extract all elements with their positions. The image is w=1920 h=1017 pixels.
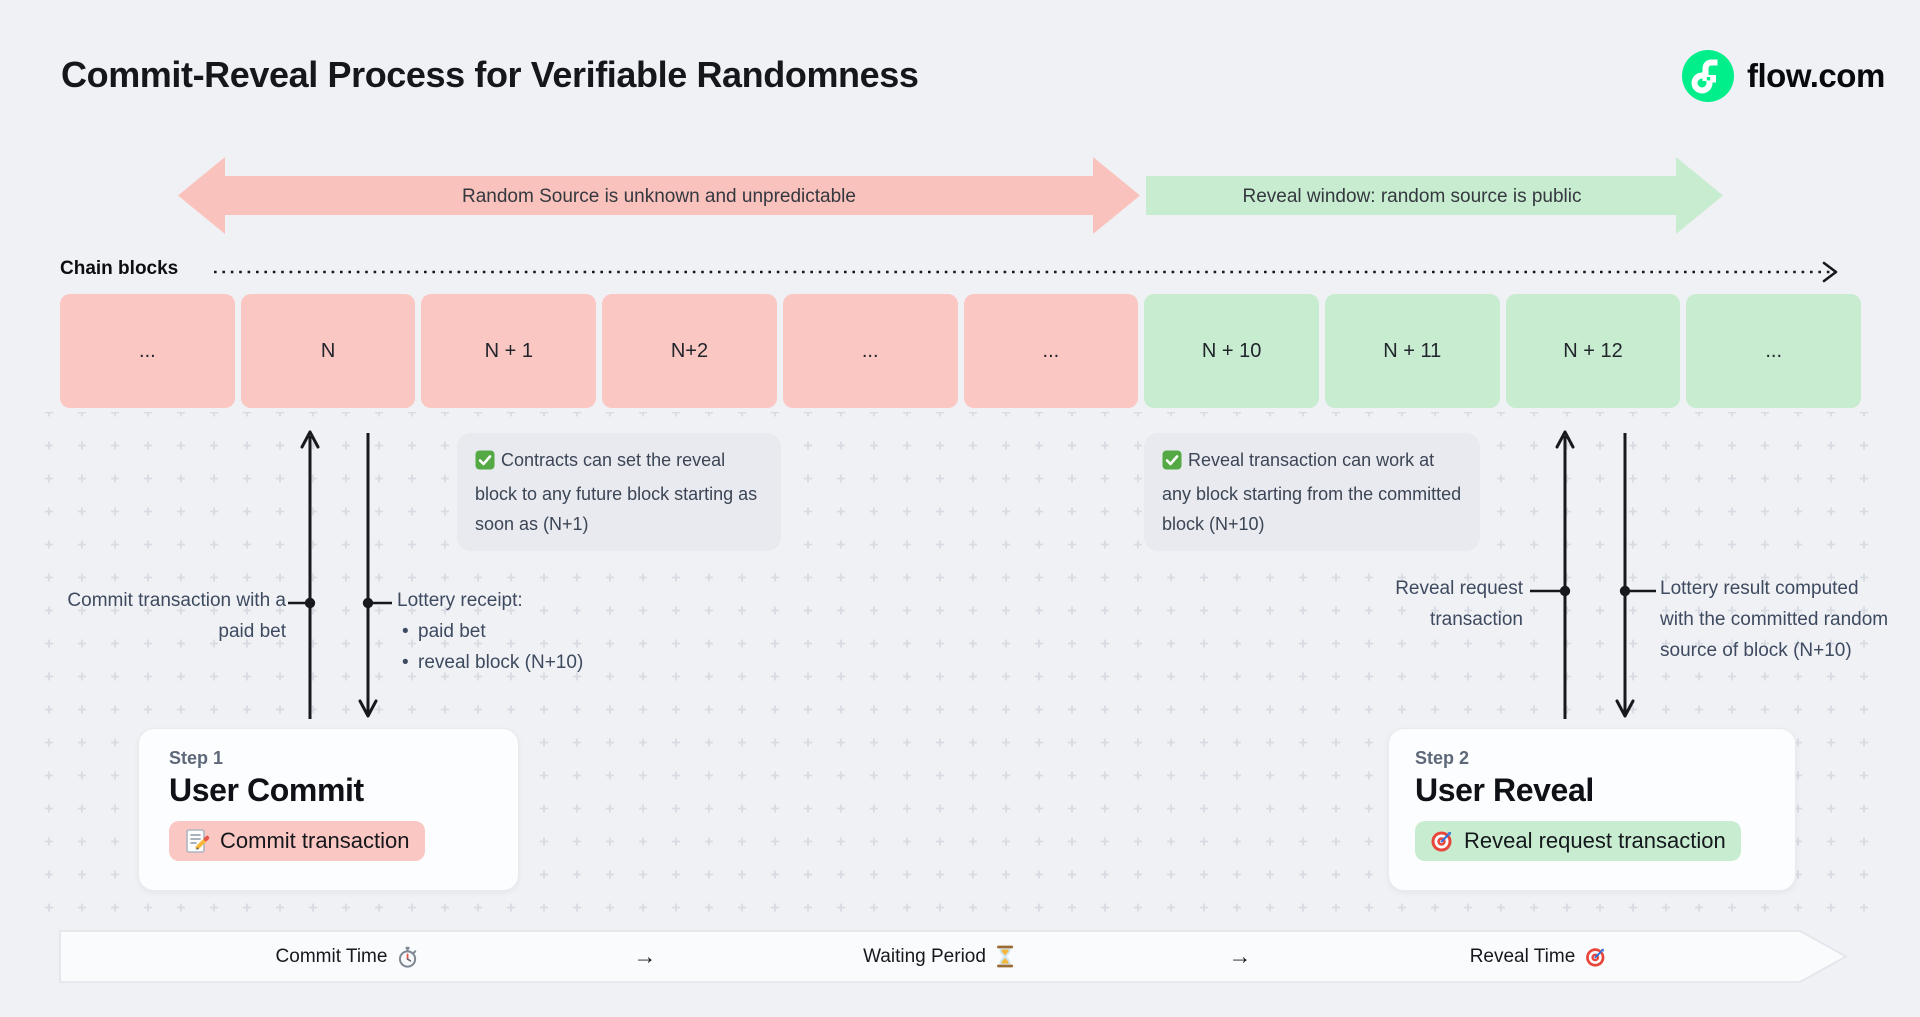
timeline-waiting-period: Waiting Period [863,943,1015,970]
reveal-note: Reveal transaction can work at any block… [1144,433,1480,551]
commit-transaction-button[interactable]: Commit transaction [169,821,425,861]
timeline-reveal-time: Reveal Time [1470,943,1607,970]
commit-phase-label: Random Source is unknown and unpredictab… [462,185,856,207]
page-title: Commit-Reveal Process for Verifiable Ran… [61,54,919,95]
lottery-result-annotation: Lottery result computed with the committ… [1660,578,1889,661]
reveal-phase-label: Reveal window: random source is public [1242,185,1582,207]
chain-block: ... [1686,294,1862,408]
commit-phase-arrow [178,157,1140,234]
chain-block: N + 11 [1324,294,1500,408]
memo-icon [184,828,210,854]
reveal-tx-annotation: Reveal request transaction [1395,578,1523,630]
step1-eyebrow: Step 1 [169,748,224,768]
lottery-receipt-item: paid bet [397,616,583,647]
step2-card: Step 2 User Reveal Reveal request transa… [1388,728,1796,891]
timeline-waiting-period-label: Waiting Period [863,945,986,967]
timeline-arrow: → [634,943,657,970]
step2-title: User Reveal [1415,772,1594,808]
chain-block: N+2 [602,294,777,408]
lottery-receipt-item: reveal block (N+10) [397,647,583,678]
reveal-note-text: Reveal transaction can work at any block… [1162,450,1462,534]
timeline-commit-time-label: Commit Time [275,945,388,967]
step1-card: Step 1 User Commit Commit transaction [138,728,519,891]
chain-blocks-label: Chain blocks [60,258,179,279]
timeline-reveal-time-label: Reveal Time [1469,945,1576,967]
lottery-receipt-title: Lottery receipt: [397,590,523,611]
right-arrow-icon: → [1228,943,1252,969]
stopwatch-icon [396,946,418,968]
commit-transaction-label: Commit transaction [220,828,410,853]
chain-block: N + 12 [1505,294,1681,408]
flow-logo-icon [1682,50,1734,102]
chain-block: ... [60,294,235,408]
commit-note: Contracts can set the reveal block to an… [457,433,781,551]
step2-eyebrow: Step 2 [1415,748,1470,768]
timeline-arrow: → [1229,943,1252,970]
brand-link[interactable]: flow.com [1682,50,1885,102]
reveal-request-label: Reveal request transaction [1464,828,1726,853]
target-icon [1430,829,1454,853]
target-icon [1584,946,1606,968]
chain-block: N [240,294,416,408]
reveal-request-button[interactable]: Reveal request transaction [1415,821,1741,861]
commit-note-text: Contracts can set the reveal block to an… [475,450,758,534]
lottery-receipt-annotation: Lottery receipt: paid bet reveal block (… [397,585,583,678]
commit-tx-annotation: Commit transaction with a paid bet [67,590,286,642]
timeline-commit-time: Commit Time [276,943,419,970]
chain-block: N + 10 [1144,294,1319,408]
reveal-phase-arrow [1146,157,1723,234]
timeline-bar [59,930,1848,983]
chain-block: ... [963,294,1139,408]
right-arrow-icon: → [633,943,657,969]
brand-label: flow.com [1747,57,1885,94]
chain-blocks-row: ... N N + 1 N+2 ... ... N + 10 N + 11 N … [60,294,1862,408]
chain-block: N + 1 [421,294,597,408]
step1-title: User Commit [169,772,364,808]
check-icon [475,449,495,479]
hourglass-icon [995,945,1015,968]
check-icon [1162,449,1182,479]
chain-block: ... [782,294,958,408]
